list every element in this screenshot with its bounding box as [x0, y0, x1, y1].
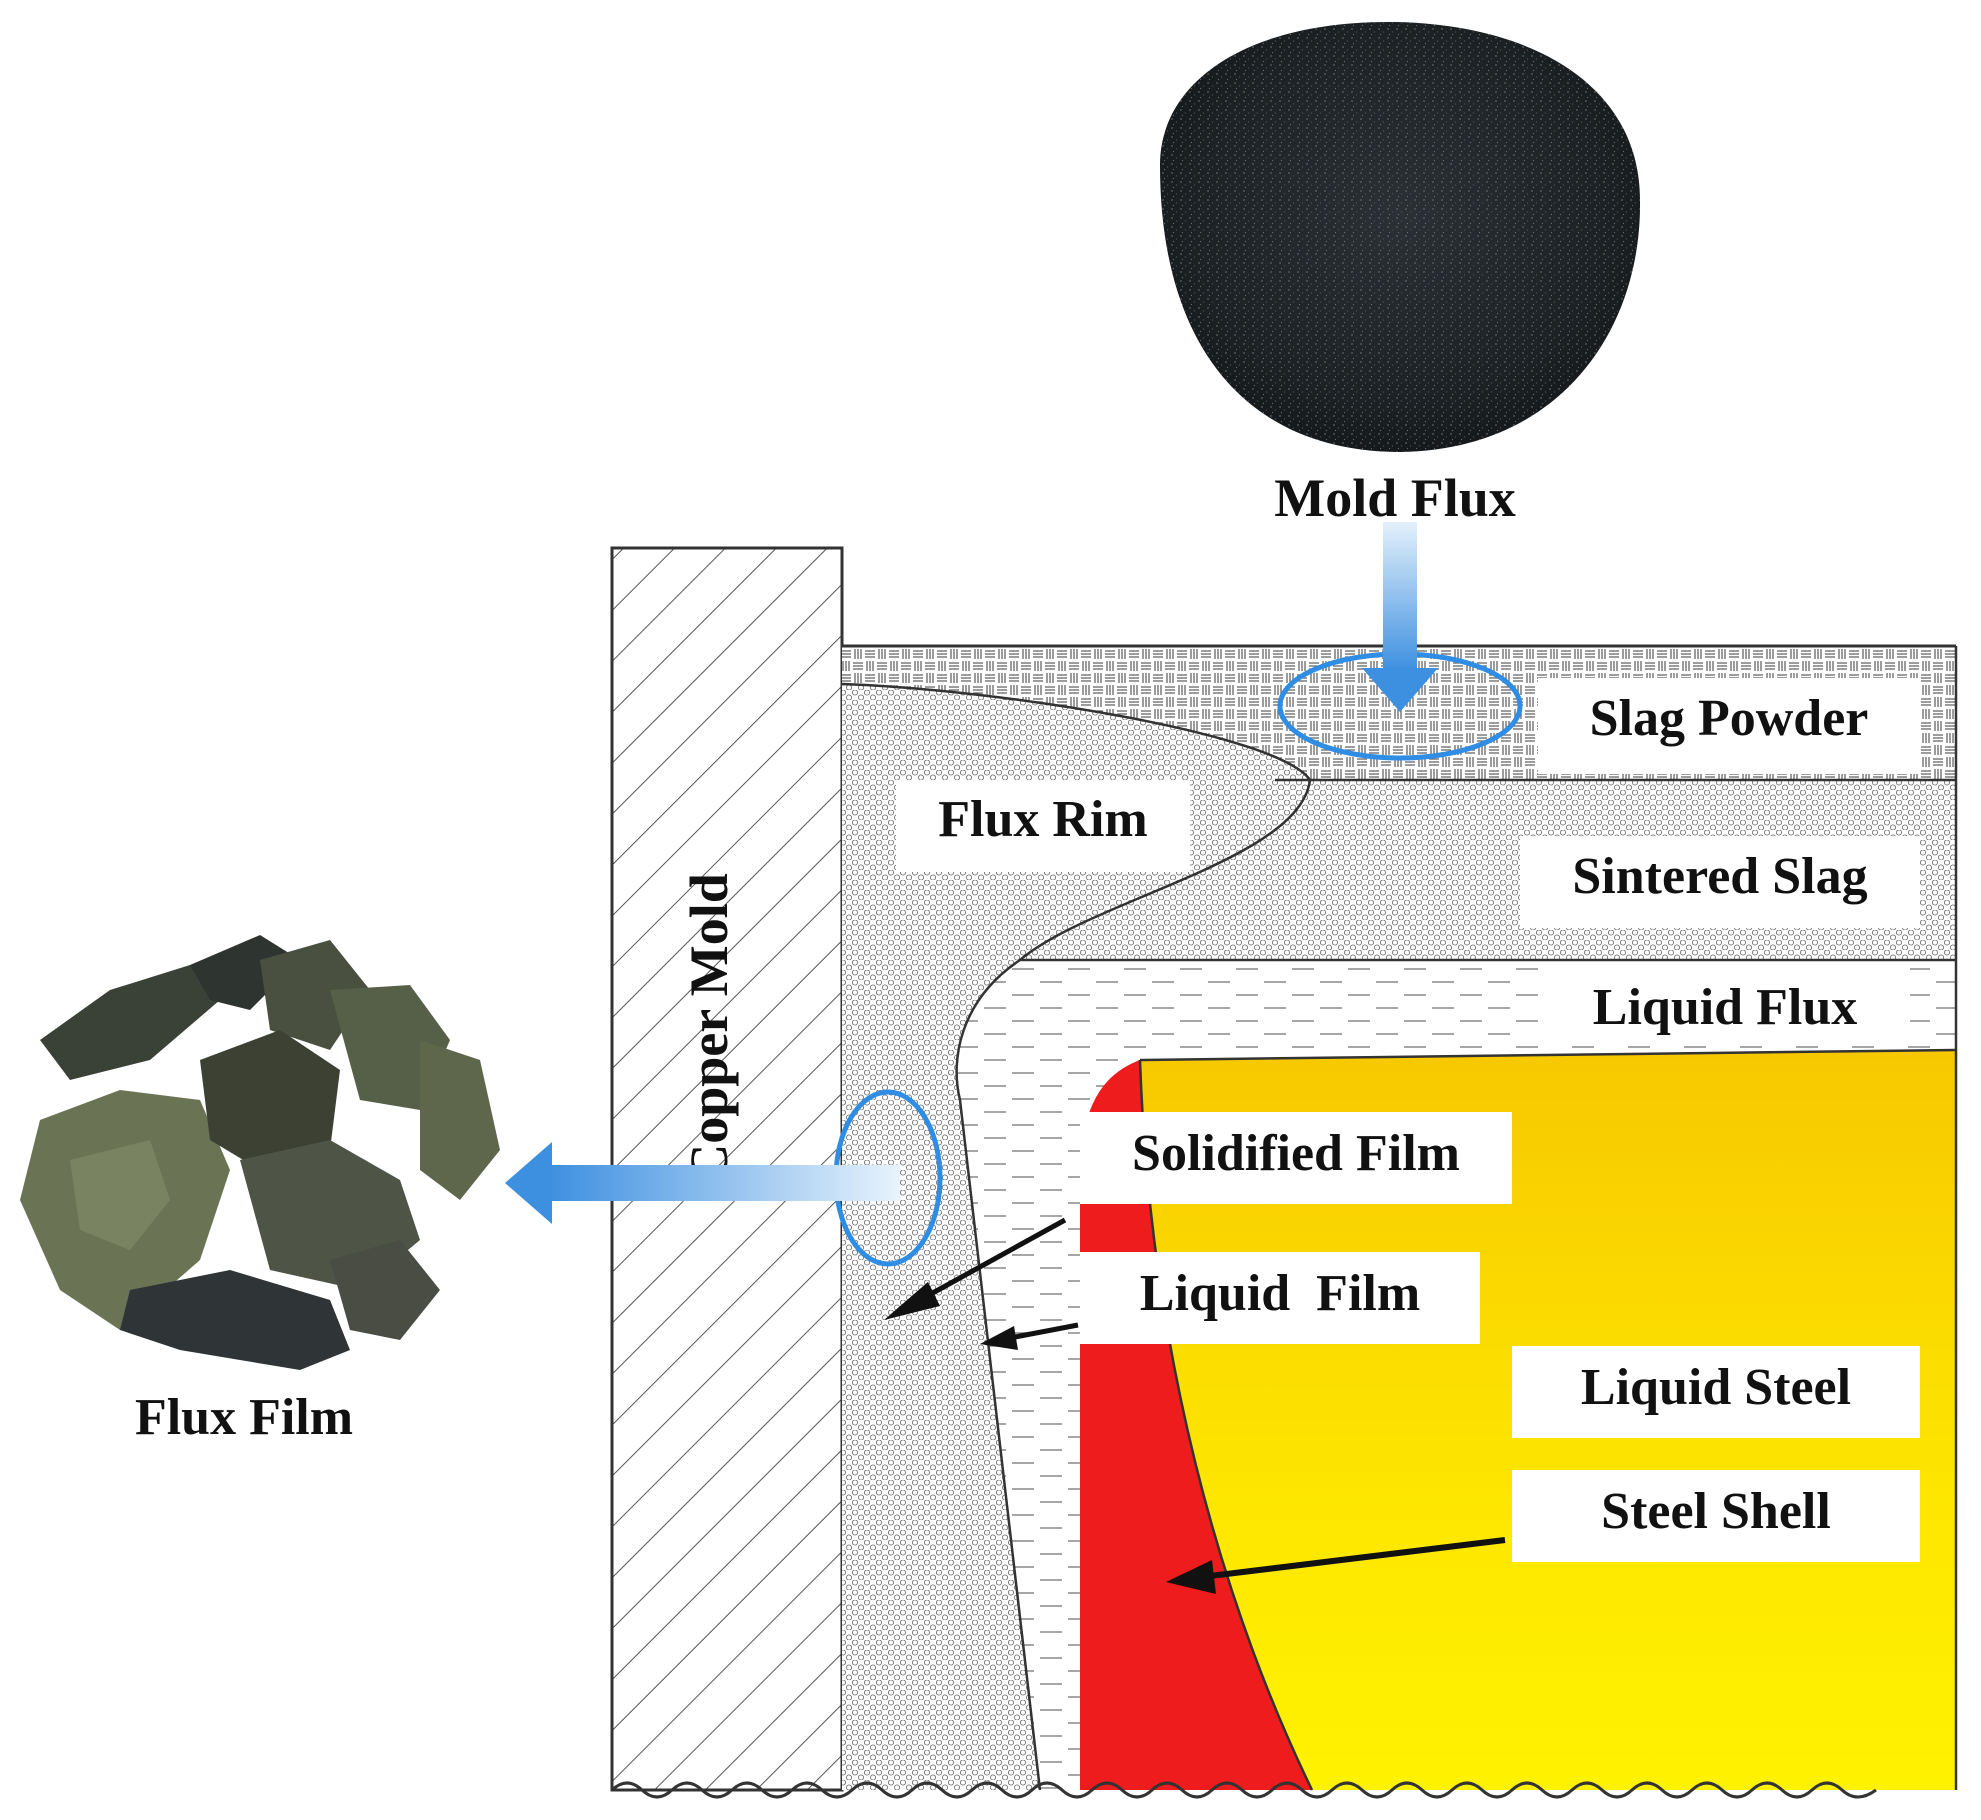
copper-mold-label: Copper Mold: [679, 873, 739, 1183]
liquid-film-label: Liquid Film: [1140, 1265, 1420, 1322]
flux-rim-box: [896, 780, 1190, 872]
slag-powder-box: [1538, 678, 1920, 774]
slag-powder-label: Slag Powder: [1590, 690, 1869, 747]
sintered-slag-box: [1520, 836, 1920, 928]
mold-flux-down-arrow: [1362, 522, 1438, 712]
bottom-break-line: [610, 1781, 1877, 1799]
liquid-film-arrow: [980, 1322, 1079, 1350]
flux-film-image: [20, 935, 500, 1370]
layer-boundaries: [841, 646, 1958, 1791]
liquid-steel-label: Liquid Steel: [1581, 1359, 1851, 1416]
steel-shell-box: [1512, 1470, 1920, 1562]
mold-flux-label: Mold Flux: [1274, 468, 1516, 528]
steel-shell-arrow: [1166, 1537, 1506, 1594]
flux-film-left-arrow: [505, 1142, 900, 1224]
solidified-film-label: Solidified Film: [1132, 1125, 1460, 1182]
solidified-film-arrow: [884, 1217, 1067, 1320]
liquid-film-box: [1080, 1252, 1480, 1344]
flux-rim-label: Flux Rim: [938, 791, 1147, 848]
sintered-slag-label: Sintered Slag: [1572, 848, 1867, 905]
steel-shell-label: Steel Shell: [1601, 1483, 1831, 1540]
liquid-steel-box: [1512, 1346, 1920, 1438]
flux-film-label: Flux Film: [135, 1389, 353, 1446]
steel-shell: [1080, 1060, 1312, 1790]
solidified-film-box: [1080, 1112, 1512, 1204]
liquid-flux-label: Liquid Flux: [1593, 979, 1857, 1036]
liquid-flux-box: [1540, 966, 1910, 1046]
mold-flux-image: [1160, 21, 1641, 452]
